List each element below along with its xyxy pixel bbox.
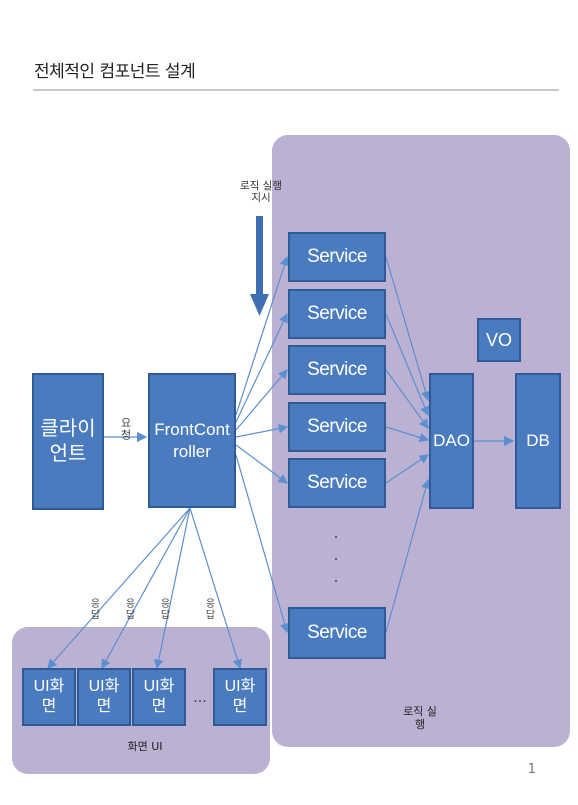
page-number: 1 — [527, 762, 536, 777]
response-label-3: 응답 — [158, 598, 169, 620]
slide-title: 전체적인 컴포넌트 설계 — [34, 62, 196, 82]
service-box-3: Service — [288, 345, 386, 395]
ui-screen-box-4: UI화면 — [213, 668, 267, 726]
dao-box: DAO — [429, 373, 474, 509]
service-label: Service — [307, 416, 367, 438]
service-box-2: Service — [288, 289, 386, 339]
logic-instruction-label: 로직 실행 지시 — [240, 180, 282, 205]
logic-execution-label: 로직 실행 — [403, 705, 437, 731]
front-controller-label: FrontController — [154, 420, 230, 461]
title-divider — [33, 89, 559, 91]
service-label: Service — [307, 246, 367, 268]
service-label: Service — [307, 622, 367, 644]
ui-screen-box-2: UI화면 — [77, 668, 131, 726]
service-to-dao-arrows — [385, 256, 431, 633]
vo-box: VO — [477, 318, 521, 362]
dao-label: DAO — [433, 431, 470, 451]
ui-screen-label: UI화면 — [143, 678, 175, 715]
ui-screen-box-3: UI화면 — [132, 668, 186, 726]
controller-to-service-arrows — [235, 255, 290, 634]
screen-ui-label: 화면 UI — [127, 740, 163, 753]
db-label: DB — [526, 431, 550, 451]
db-box: DB — [515, 373, 561, 509]
logic-instruction-arrow — [250, 216, 269, 316]
ui-screen-label: UI화면 — [88, 678, 120, 715]
service-box-5: Service — [288, 458, 386, 508]
service-box-6: Service — [288, 607, 386, 659]
ui-screen-box-1: UI화면 — [22, 668, 76, 726]
response-label-4: 응답 — [203, 598, 214, 620]
response-label-2: 응답 — [123, 598, 134, 620]
ui-screen-label: UI화면 — [33, 678, 65, 715]
client-label: 클라이언트 — [40, 417, 96, 465]
service-box-4: Service — [288, 402, 386, 452]
service-box-1: Service — [288, 232, 386, 282]
ui-screens-ellipsis: ... — [193, 690, 207, 706]
ellipsis-dot — [335, 558, 337, 560]
service-label: Service — [307, 359, 367, 381]
ellipsis-dot — [335, 536, 337, 538]
response-label-1: 응답 — [88, 598, 99, 620]
ui-screen-label: UI화면 — [224, 678, 256, 715]
request-label: 요청 — [119, 417, 132, 441]
client-box: 클라이언트 — [32, 373, 104, 510]
response-arrows — [47, 507, 243, 670]
ellipsis-dot — [335, 580, 337, 582]
service-label: Service — [307, 303, 367, 325]
vo-label: VO — [485, 329, 512, 350]
service-label: Service — [307, 472, 367, 494]
front-controller-box: FrontController — [148, 373, 236, 508]
